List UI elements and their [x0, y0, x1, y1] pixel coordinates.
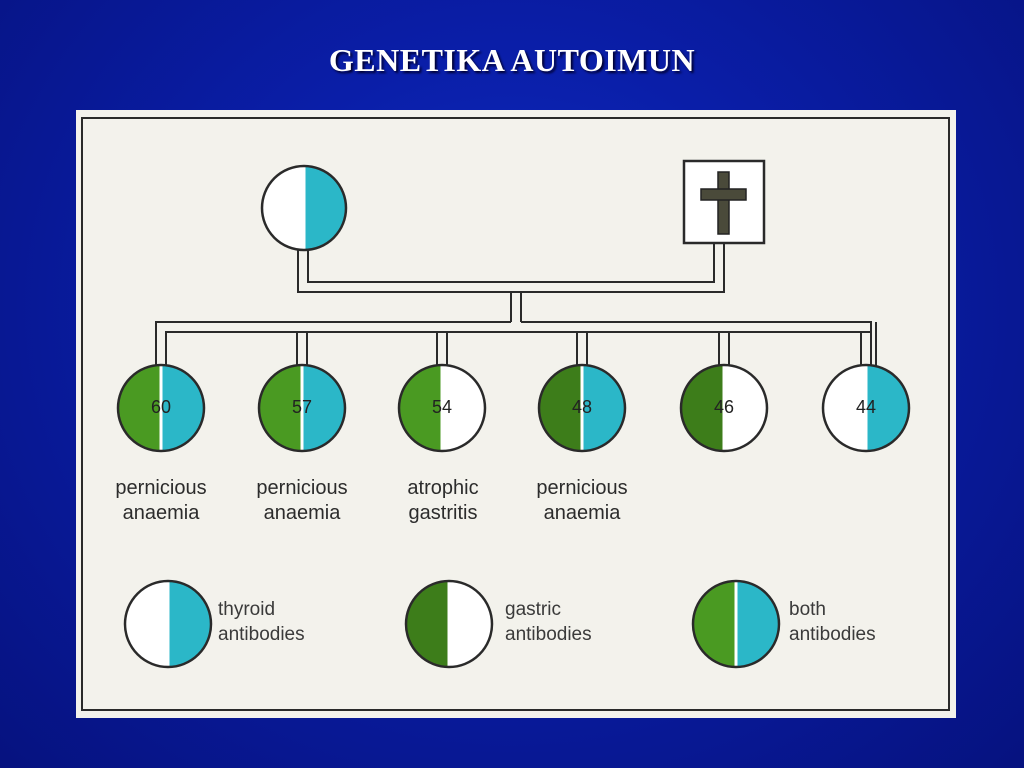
child-number: 54	[431, 397, 453, 417]
child-circle	[397, 363, 487, 453]
child-circle	[116, 363, 206, 453]
child-number: 44	[855, 397, 877, 417]
legend-circle	[404, 579, 494, 669]
diagnosis-line: anaemia	[263, 502, 341, 524]
diagnosis-line: atrophic	[407, 477, 479, 499]
child-circle	[537, 363, 627, 453]
child-diagnosis: atrophic gastritis	[378, 476, 508, 526]
legend-label-gastric: gastric antibodies	[505, 597, 645, 647]
pedigree-diagram	[116, 159, 911, 669]
diagnosis-line: anaemia	[543, 502, 621, 524]
diagnosis-line: pernicious	[115, 477, 207, 499]
legend-label-both: both antibodies	[789, 597, 929, 647]
legend-line: thyroid	[218, 599, 276, 620]
children-symbols	[116, 363, 911, 453]
panel-border	[81, 117, 950, 711]
legend-line: antibodies	[789, 624, 876, 645]
child-diagnosis: pernicious anaemia	[96, 476, 226, 526]
legend-symbols	[123, 579, 781, 669]
diagnosis-line: pernicious	[536, 477, 628, 499]
cross-icon	[700, 171, 747, 235]
legend-line: both	[789, 599, 826, 620]
child-number: 57	[291, 397, 313, 417]
father-symbol	[682, 159, 766, 245]
legend-label-thyroid: thyroid antibodies	[218, 597, 358, 647]
slide-title: GENETIKA AUTOIMUN	[328, 42, 696, 78]
pedigree-connectors	[155, 243, 877, 368]
pedigree-panel: 60 57 54 48 46 44 pernicious anaemia per…	[76, 110, 956, 718]
mother-circle	[260, 164, 348, 252]
child-number: 48	[571, 397, 593, 417]
legend-line: antibodies	[218, 624, 305, 645]
child-circle	[679, 363, 769, 453]
diagnosis-line: anaemia	[122, 502, 200, 524]
diagnosis-line: pernicious	[256, 477, 348, 499]
child-diagnosis: pernicious anaemia	[517, 476, 647, 526]
legend-circle	[691, 579, 781, 669]
diagnosis-line: gastritis	[408, 502, 478, 524]
child-number: 46	[713, 397, 735, 417]
child-circle	[821, 363, 911, 453]
legend-circle	[123, 579, 213, 669]
legend-line: antibodies	[505, 624, 592, 645]
legend-line: gastric	[505, 599, 561, 620]
child-circle	[257, 363, 347, 453]
mother-symbol	[260, 164, 348, 252]
child-diagnosis: pernicious anaemia	[237, 476, 367, 526]
child-number: 60	[150, 397, 172, 417]
